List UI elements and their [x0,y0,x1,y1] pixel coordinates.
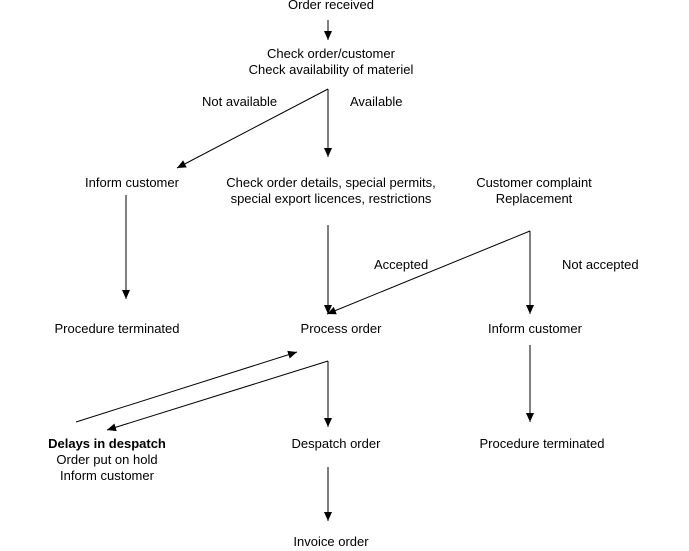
node-despatch-order: Despatch order [266,436,406,452]
node-procedure-terminated-left: Procedure terminated [37,321,197,337]
edge-check-to-inform-left [176,88,329,169]
node-line: Procedure terminated [479,436,605,451]
node-line: Inform customer [488,321,582,336]
node-line: special export licences, restrictions [230,191,432,206]
edge-process-to-delays [106,360,329,432]
node-line: Inform customer [85,175,179,190]
node-line: Check availability of materiel [248,62,414,77]
node-inform-customer-right: Inform customer [465,321,605,337]
node-procedure-terminated-right: Procedure terminated [462,436,622,452]
node-invoice-order: Invoice order [261,534,401,550]
node-line: Check order details, special permits, [226,175,436,190]
node-order-received: Order received [231,0,431,13]
edge-label-not-available: Not available [202,94,278,109]
node-inform-customer-left: Inform customer [52,175,212,191]
node-line: Check order/customer [267,46,395,61]
node-line: Procedure terminated [54,321,180,336]
edge-complaint-to-process [326,230,531,315]
edge-label-accepted: Accepted [374,257,429,272]
node-line: Order put on hold [56,452,158,467]
node-line: Replacement [495,191,573,206]
node-line: Order received [288,0,374,12]
edge-label-available: Available [350,94,403,109]
node-check-details: Check order details, special permits, sp… [196,175,466,207]
edge-delays-to-process [75,350,298,423]
node-customer-complaint: Customer complaint Replacement [459,175,609,207]
node-line: Despatch order [291,436,381,451]
node-delays: Delays in despatch Order put on hold Inf… [27,436,187,484]
node-check-order: Check order/customer Check availability … [206,46,456,78]
node-line: Inform customer [60,468,154,483]
node-line: Customer complaint [476,175,592,190]
node-process-order: Process order [271,321,411,337]
node-line-bold: Delays in despatch [48,436,166,451]
edge-label-not-accepted: Not accepted [562,257,639,272]
node-line: Invoice order [293,534,369,549]
node-line: Process order [300,321,382,336]
